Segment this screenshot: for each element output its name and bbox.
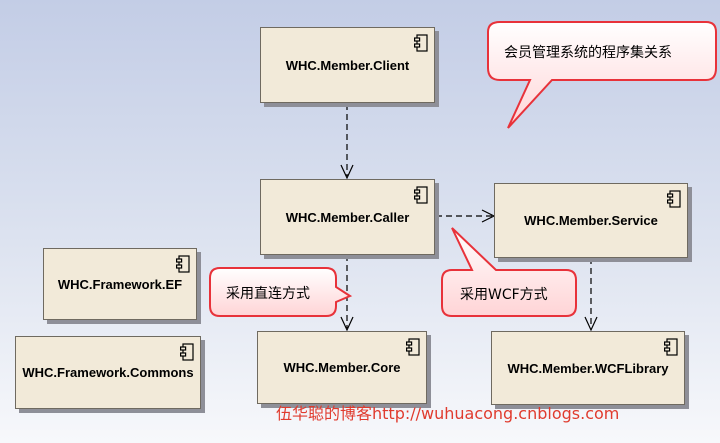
component-icon	[406, 338, 420, 356]
component-client-label: WHC.Member.Client	[285, 57, 410, 73]
component-core-label: WHC.Member.Core	[283, 360, 401, 375]
component-framework-ef[interactable]: WHC.Framework.EF	[43, 248, 197, 320]
component-icon	[176, 255, 190, 273]
component-icon	[414, 34, 428, 52]
blog-watermark: 伍华聪的博客http://wuhuacong.cnblogs.com	[276, 404, 620, 423]
arrowhead-caller	[340, 164, 354, 180]
component-caller-label: WHC.Member.Caller	[285, 209, 410, 225]
callout-title-text: 会员管理系统的程序集关系	[504, 45, 672, 61]
component-icon	[667, 190, 681, 208]
arrowhead-core	[340, 316, 354, 332]
arrowhead-wcflibrary	[584, 316, 598, 332]
component-icon	[180, 343, 194, 361]
component-client[interactable]: WHC.Member.Client	[260, 27, 435, 103]
component-caller[interactable]: WHC.Member.Caller	[260, 179, 435, 255]
callout-direct-text: 采用直连方式	[226, 286, 310, 302]
component-service[interactable]: WHC.Member.Service	[494, 183, 688, 258]
component-framework-commons-label: WHC.Framework.Commons	[22, 365, 194, 380]
callout-direct-shape	[209, 267, 353, 317]
component-wcf-library[interactable]: WHC.Member.WCFLibrary	[491, 331, 685, 405]
component-framework-ef-label: WHC.Framework.EF	[57, 276, 183, 292]
component-service-label: WHC.Member.Service	[524, 213, 658, 228]
component-core[interactable]: WHC.Member.Core	[257, 331, 427, 404]
component-wcf-library-label: WHC.Member.WCFLibrary	[507, 360, 669, 376]
component-icon	[664, 338, 678, 356]
callout-title-shape	[487, 21, 717, 129]
component-icon	[414, 186, 428, 204]
callout-wcf-shape	[441, 227, 577, 317]
component-framework-commons[interactable]: WHC.Framework.Commons	[15, 336, 201, 409]
callout-wcf-text: 采用WCF方式	[460, 287, 548, 303]
